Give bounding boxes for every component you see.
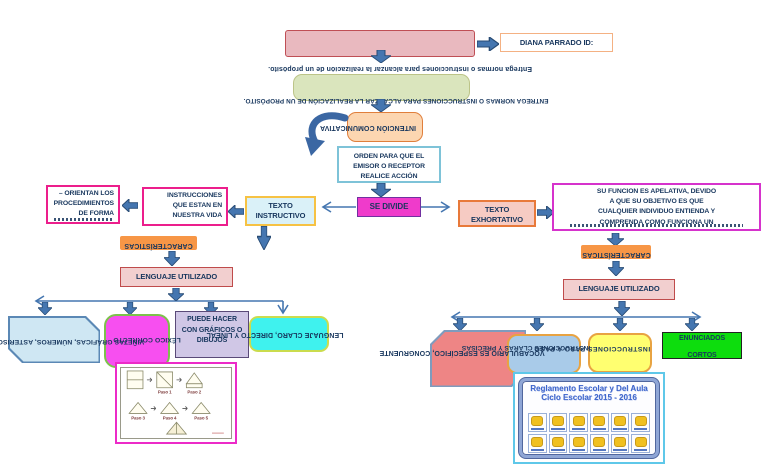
right-arrowhead-icon: [440, 201, 451, 213]
flipped-sentence-caps: ENTREGA NORMAS O INSTRUCCIONES PARA ALCA…: [243, 97, 549, 104]
orientan-line: DE FORMA: [78, 210, 115, 218]
orden-box: ORDEN PARA QUE EL EMISOR O RECEPTOR REAL…: [337, 146, 441, 183]
poster-card: [610, 413, 630, 432]
graficos-line: PUEDE HACER: [187, 316, 237, 323]
poster-card: [631, 434, 650, 453]
graficos-line: DIBUJOS: [196, 337, 228, 344]
poster-card-grid: [528, 413, 650, 453]
block-arrow-down-icon: [371, 50, 391, 63]
instrucciones-line: NUESTRA VIDA: [172, 212, 222, 220]
orientan-line: – ORIENTAN LOS: [58, 190, 114, 197]
caracteristicas-left-box: [120, 236, 197, 250]
origami-step-label: Paso 5: [194, 415, 208, 420]
caracteristicas-left-label: CARACTERÍSTICAS: [124, 242, 193, 249]
lenguaje-utilizado-right-box: LENGUAJE UTILIZADO: [563, 279, 675, 300]
block-arrow-down-icon: [685, 318, 699, 331]
vinetas-box: [8, 316, 100, 363]
poster-card: [631, 413, 650, 432]
poster-card: [548, 434, 568, 453]
block-arrow-down-icon: [123, 302, 137, 315]
poster-card: [528, 413, 547, 432]
block-arrow-down-icon: [168, 288, 184, 301]
block-arrow-down-icon: [257, 226, 271, 250]
orientan-box: – ORIENTAN LOS PROCEDIMIENTOS DE FORMA: [46, 185, 120, 224]
poster-card: [589, 434, 609, 453]
origami-step-label: Paso 2: [187, 390, 201, 395]
origami-steps-drawing: Paso 1 Paso 2 Paso 3 Paso 4 Paso 5: [126, 370, 224, 435]
block-arrow-down-icon: [453, 318, 467, 331]
curved-arrow-icon: [305, 112, 349, 156]
block-arrow-down-icon: [371, 99, 391, 112]
lenguaje-claro-box: [249, 316, 329, 352]
clipped-text-strip: [570, 224, 743, 227]
origami-step-label: Paso 4: [163, 415, 177, 420]
lenguaje-claro-label: LENGUAJE CLARO, DIRECTO Y LINEAL: [206, 331, 344, 338]
clipped-text-strip: [53, 218, 113, 221]
down-arrowhead-icon: [277, 304, 289, 315]
orden-line: ORDEN PARA QUE EL: [353, 153, 425, 160]
vinetas-box-fill: [10, 318, 99, 362]
left-arrowhead-icon: [34, 295, 45, 307]
instrucciones-paso-box: [588, 333, 652, 373]
funcion-apelativa-box: SU FUNCION ES APELATIVA, DEVIDO A QUE SU…: [552, 183, 761, 231]
block-arrow-right-icon: [537, 206, 554, 219]
instrucciones-line: QUE ESTAN EN: [172, 202, 222, 210]
instrucciones-vida-box: INSTRUCCIONES QUE ESTAN EN NUESTRA VIDA: [142, 187, 228, 226]
se-divide-box: SE DIVIDE: [357, 197, 421, 217]
orden-line: EMISOR O RECEPTOR: [353, 162, 425, 170]
enunciados-line-clipped: CORTOS: [687, 352, 717, 359]
origami-image: Paso 1 Paso 2 Paso 3 Paso 4 Paso 5: [115, 362, 237, 444]
orden-line: REALICE ACCIÓN: [360, 172, 418, 180]
funcion-line: COMPRENDA COMO FUNCIONA UN: [599, 218, 714, 226]
author-box: DIANA PARRADO ID:: [500, 33, 613, 52]
poster-title-line2: Ciclo Escolar 2015 - 2016: [541, 393, 637, 402]
block-arrow-down-icon: [614, 301, 630, 316]
poster-card: [548, 413, 568, 432]
origami-step-label: Paso 3: [131, 415, 145, 420]
graficos-box: PUEDE HACER CON GRÁFICOS O DIBUJOS: [175, 311, 249, 358]
enunciados-box: ENUNCIADOS CORTOS: [662, 332, 742, 359]
poster-card: [528, 434, 547, 453]
block-arrow-left-icon: [122, 199, 138, 212]
block-arrow-down-icon: [608, 261, 624, 276]
block-arrow-right-icon: [477, 37, 499, 51]
texto-exhortativo-box: TEXTO EXHORTATIVO: [458, 200, 536, 227]
orientan-line: PROCEDIMIENTOS: [53, 200, 115, 208]
poster-card: [569, 413, 588, 432]
block-arrow-down-icon: [371, 183, 391, 197]
lenguaje-utilizado-left-box: LENGUAJE UTILIZADO: [120, 267, 233, 287]
intencion-box: [347, 112, 423, 142]
caracteristicas-right-label: CARACTERÍSTICAS: [582, 251, 651, 258]
flipped-sentence: Entrega normas o instrucciones para alca…: [268, 65, 532, 72]
poster-frame: Reglamento Escolar y Del Aula Ciclo Esco…: [519, 378, 659, 458]
poster-card: [589, 413, 609, 432]
poster-card: [610, 434, 630, 453]
left-arrowhead-icon: [321, 201, 332, 213]
origami-image-frame: Paso 1 Paso 2 Paso 3 Paso 4 Paso 5: [120, 367, 232, 439]
lexico-label: LÉXICO CORRECTO: [113, 336, 181, 343]
texto-instructivo-box: TEXTO INSTRUCTIVO: [245, 196, 316, 226]
enunciados-line: ENUNCIADOS: [678, 335, 726, 342]
funcion-line: SU FUNCION ES APELATIVA, DEVIDO: [596, 188, 717, 195]
block-arrow-down-icon: [164, 251, 180, 266]
block-arrow-left-icon: [228, 205, 244, 218]
block-arrow-down-icon: [607, 233, 624, 246]
block-arrow-down-icon: [38, 302, 52, 315]
block-arrow-down-icon: [613, 318, 627, 331]
poster-title-line1: Reglamento Escolar y Del Aula: [530, 384, 648, 393]
instrucciones-paso-label: INSTRUCCIONES PASO A PASO: [533, 345, 651, 352]
block-arrow-down-icon: [530, 318, 544, 331]
funcion-line: CUALQUIER INDIVIDUO ENTIENDA Y: [597, 208, 716, 216]
poster-card: [569, 434, 588, 453]
caracteristicas-right-box: [581, 245, 651, 259]
instrucciones-line: INSTRUCCIONES: [167, 192, 222, 199]
origami-step-label: Paso 1: [158, 390, 172, 395]
graficos-line: CON GRÁFICOS O: [181, 326, 243, 334]
funcion-line: A QUE SU OBJETIVO ES QUE: [609, 198, 704, 206]
reglamento-poster-image: Reglamento Escolar y Del Aula Ciclo Esco…: [513, 372, 665, 464]
